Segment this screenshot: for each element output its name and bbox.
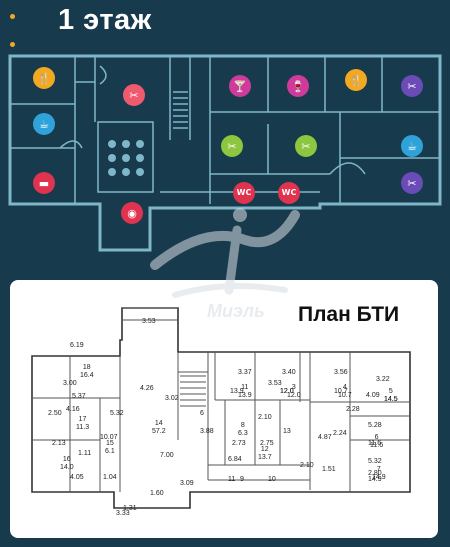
decor-dot <box>10 14 15 19</box>
decor-dot <box>10 42 15 47</box>
restaurant-icon-2: 🍴 <box>345 69 367 91</box>
cocktail-icon: 🍸 <box>229 75 251 97</box>
bti-dimension-label: 4.05 <box>70 474 84 481</box>
floor-title: 1 этаж <box>58 4 152 36</box>
bti-dimension-label: 4.09 <box>366 392 380 399</box>
coffee-cup-icon-2: ☕ <box>401 135 423 157</box>
bti-dimension-label: 1.60 <box>150 490 164 497</box>
wc-icon: WC <box>233 182 255 204</box>
bti-dimension-label: 7.00 <box>160 452 174 459</box>
bti-room-label: 13 <box>283 428 291 435</box>
bti-dimension-label: 3.88 <box>200 428 214 435</box>
bti-dimension-label: 12.0 <box>280 388 294 395</box>
hairdryer-icon-4: ✂ <box>295 135 317 157</box>
bti-dimension-label: 2.13 <box>52 440 66 447</box>
bti-card <box>10 280 438 538</box>
bti-dimension-label: 4.16 <box>66 406 80 413</box>
bti-dimension-label: 3.33 <box>116 510 130 517</box>
bti-dimension-label: 12.0 <box>280 388 294 395</box>
bti-dimension-label: 2.28 <box>346 406 360 413</box>
bti-dimension-label: 5.32 <box>110 410 124 417</box>
plan-door <box>329 162 366 175</box>
dumbbell-icon: ▬ <box>33 172 55 194</box>
spa-bowl-icon: ◉ <box>121 202 143 224</box>
bti-dimension-label: 3.02 <box>165 395 179 402</box>
bti-dimension-label: 2.10 <box>258 414 272 421</box>
plan-door <box>59 140 83 149</box>
bti-room-label: 10 <box>268 476 276 483</box>
bti-dimension-label: 3.53 <box>268 380 282 387</box>
bti-dimension-label: 5.37 <box>72 393 86 400</box>
bti-dimension-label: 6.19 <box>70 342 84 349</box>
bti-dimension-label: 5.28 <box>368 422 382 429</box>
bti-dimension-label: 14.9 <box>368 476 382 483</box>
bti-dimension-label: 3.37 <box>238 369 252 376</box>
bti-dimension-label: 6.84 <box>228 456 242 463</box>
hairdryer-icon-5: ✂ <box>401 172 423 194</box>
wc-icon-2: WC <box>278 182 300 204</box>
plan-door <box>99 65 107 85</box>
bti-dimension-label: 11.6 <box>368 440 382 447</box>
bti-dimension-label: 1.31 <box>123 505 137 512</box>
bti-dimension-label: 3.40 <box>282 369 296 376</box>
bti-dimension-label: 3.09 <box>180 480 194 487</box>
bti-dimension-label: 2.24 <box>333 430 347 437</box>
bti-dimension-label: 3.53 <box>142 318 156 325</box>
bti-room-label: 9 <box>240 476 244 483</box>
bti-dimension-label: 3.22 <box>376 376 390 383</box>
bti-dimension-label: 10.07 <box>100 434 118 441</box>
bti-dimension-label: 14.5 <box>384 396 398 403</box>
bti-floor-plan <box>31 307 411 509</box>
bti-dimension-label: 1.11 <box>78 450 92 457</box>
restaurant-icon: 🍴 <box>33 67 55 89</box>
bti-dimension-label: 13.9 <box>230 388 244 395</box>
bti-dimension-label: 3.56 <box>334 369 348 376</box>
bti-dimension-label: 1.04 <box>103 474 117 481</box>
coffee-cup-icon: ☕ <box>33 113 55 135</box>
bti-dimension-label: 3.00 <box>63 380 77 387</box>
bti-dimension-label: 2.75 <box>260 440 274 447</box>
hairdryer-icon-2: ✂ <box>401 75 423 97</box>
bti-dimension-label: 1.51 <box>322 466 336 473</box>
bti-dimension-label: 2.50 <box>48 410 62 417</box>
bti-dimension-label: 5.32 <box>368 458 382 465</box>
bti-room-label: 11 <box>228 476 236 483</box>
hairdryer-icon: ✂ <box>123 84 145 106</box>
bti-plan-title: План БТИ <box>298 303 400 326</box>
bti-outline <box>31 307 411 509</box>
bti-dimension-label: 4.87 <box>318 434 332 441</box>
bti-dimension-label: 2.10 <box>300 462 314 469</box>
bti-dimension-label: 4.26 <box>140 385 154 392</box>
bti-dimension-label: 2.73 <box>232 440 246 447</box>
hairdryer-icon-3: ✂ <box>221 135 243 157</box>
wine-glass-icon: 🍷 <box>287 75 309 97</box>
bti-dimension-label: 6 <box>200 410 204 417</box>
bti-dimension-label: 10.7 <box>334 388 348 395</box>
plan-kitchen <box>97 121 154 193</box>
bti-dimension-label: 2.80 <box>368 470 382 477</box>
